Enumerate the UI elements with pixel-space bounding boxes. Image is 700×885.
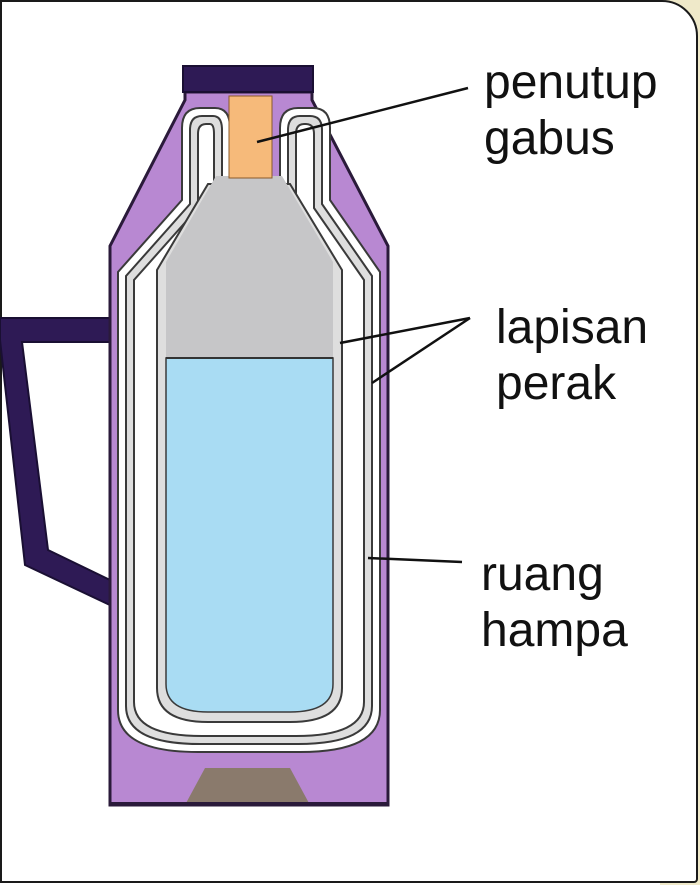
label-silver-line1: lapisan	[496, 301, 649, 354]
label-vacuum-line2: hampa	[481, 604, 628, 657]
label-vacuum-space: ruang hampa	[481, 547, 628, 659]
thermos-bottom-edge	[110, 802, 388, 806]
thermos-base-pad	[185, 768, 310, 805]
thermos-handle	[0, 317, 111, 607]
label-silver-coating: lapisan perak	[496, 300, 648, 412]
leader-line-vacuum	[367, 556, 463, 564]
leader-line-cork	[256, 86, 469, 144]
flask-air-space	[166, 176, 333, 358]
label-cork-stopper: penutup gabus	[484, 55, 658, 167]
label-cork-line1: penutup	[484, 56, 658, 109]
label-vacuum-line1: ruang	[481, 548, 604, 601]
thermos-cap	[182, 65, 314, 93]
leader-line-silver-inner	[339, 316, 471, 345]
cork-stopper	[228, 95, 273, 179]
label-cork-line2: gabus	[484, 112, 615, 165]
label-silver-line2: perak	[496, 357, 617, 410]
leader-line-silver-outer	[371, 316, 471, 385]
flask-water	[165, 357, 334, 713]
